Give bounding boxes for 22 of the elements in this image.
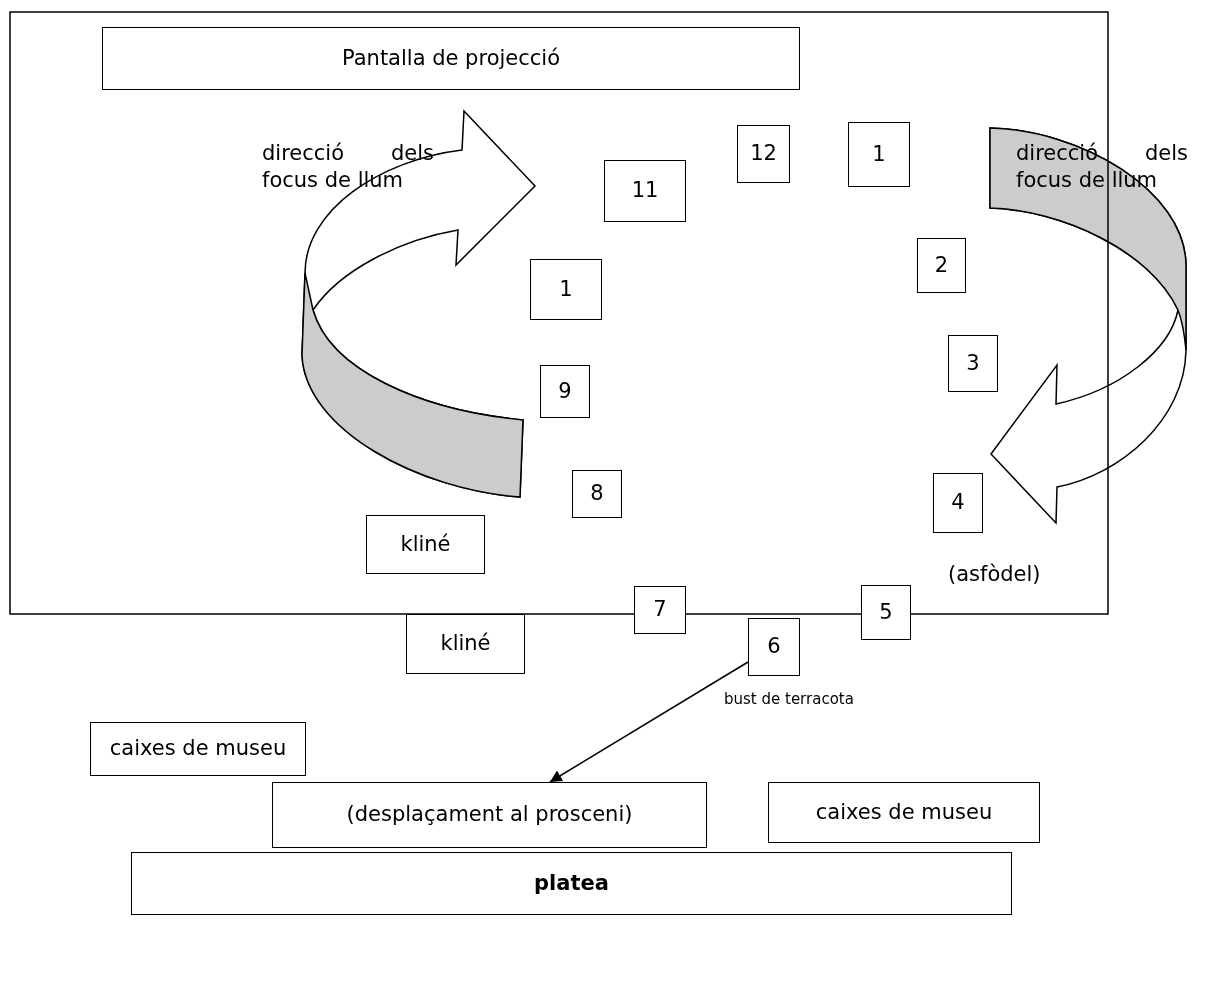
label-box: Pantalla de projecció (102, 27, 800, 90)
label-box: platea (131, 852, 1012, 915)
caption-text: (asfòdel) (948, 562, 1041, 586)
label-box: 6 (748, 618, 800, 676)
label-box: kliné (366, 515, 485, 574)
label-box: caixes de museu (90, 722, 306, 776)
label-box: 5 (861, 585, 911, 640)
label-box: 2 (917, 238, 966, 293)
label-box: 7 (634, 586, 686, 634)
caption-text: bust de terracota (724, 690, 854, 708)
label-box: 1 (530, 259, 602, 320)
label-box: 4 (933, 473, 983, 533)
label-box: 11 (604, 160, 686, 222)
label-box: kliné (406, 614, 525, 674)
label-box: caixes de museu (768, 782, 1040, 843)
label-box: 9 (540, 365, 590, 418)
label-box: 12 (737, 125, 790, 183)
label-box: 3 (948, 335, 998, 392)
arrow (549, 661, 749, 783)
label-box: (desplaçament al prosceni) (272, 782, 707, 848)
label-box: 1 (848, 122, 910, 187)
label-box: 8 (572, 470, 622, 518)
